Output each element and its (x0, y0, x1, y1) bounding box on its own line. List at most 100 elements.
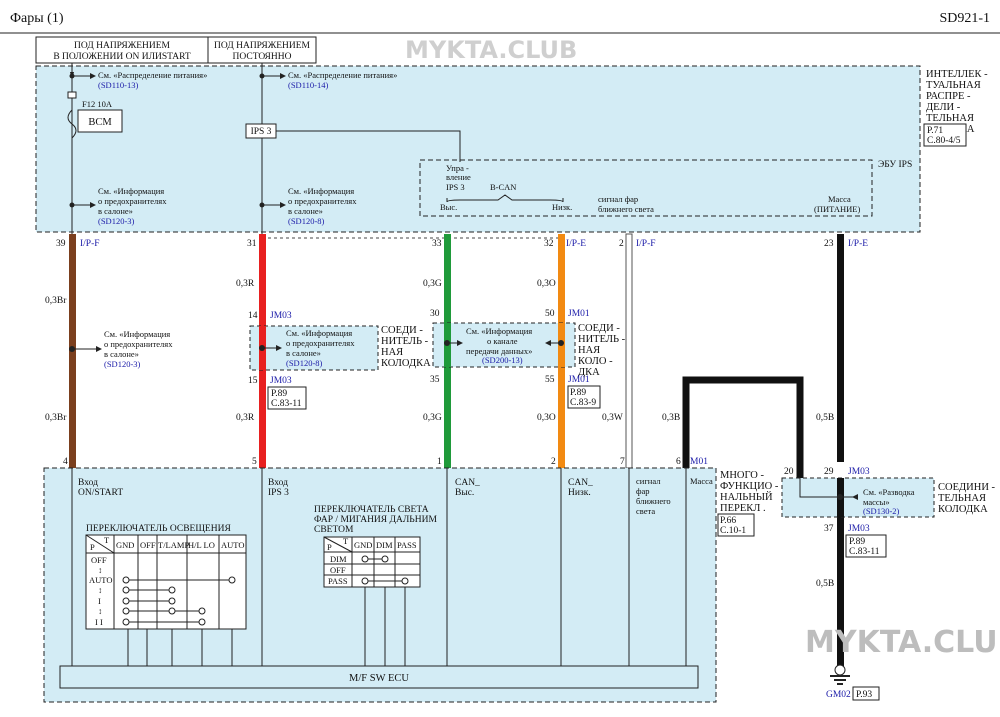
can-low-label: Низк. (552, 202, 572, 212)
ground-info: См. «Разводка массы» (SD130-2) (863, 487, 915, 516)
svg-text:39: 39 (56, 239, 66, 249)
jm01-pin-bottom-r: 55 (545, 375, 555, 385)
ground-conn-bottom: JM03 (848, 524, 870, 534)
svg-text:вление: вление (446, 172, 471, 182)
svg-text:НАЯ: НАЯ (578, 345, 600, 356)
svg-text:2: 2 (619, 239, 624, 249)
mf-in-start: Вход ON/START (78, 478, 123, 498)
svg-text:Вход: Вход (268, 478, 288, 488)
svg-text:AUTO: AUTO (221, 540, 244, 550)
mf-sw-ecu-label: M/F SW ECU (349, 673, 409, 684)
svg-text:5: 5 (252, 457, 257, 467)
svg-text:См. «Разводка: См. «Разводка (863, 487, 915, 497)
svg-text:ТЕЛЬНАЯ: ТЕЛЬНАЯ (938, 493, 986, 504)
svg-text:ПЕРЕКЛЮЧАТЕЛЬ СВЕТА: ПЕРЕКЛЮЧАТЕЛЬ СВЕТА (314, 505, 429, 515)
junction-box (35, 65, 921, 233)
svg-text:МНОГО -: МНОГО - (720, 470, 765, 481)
svg-text:КОЛО -: КОЛО - (578, 356, 613, 367)
svg-text:CAN_: CAN_ (568, 478, 593, 488)
svg-text:См. «Информация: См. «Информация (286, 328, 352, 338)
watermark-bottom: MYKTA.CLUB (805, 625, 1000, 660)
jm03-ref: P.89 C.83-11 (267, 386, 307, 410)
ips-ecu-box (419, 159, 873, 217)
svg-text:(SD120-8): (SD120-8) (286, 358, 323, 368)
wire-black-mf (682, 376, 804, 478)
jm01-ref: P.89 C.83-9 (567, 385, 601, 409)
svg-text:OFF: OFF (91, 555, 107, 565)
svg-text:о предохранителях: о предохранителях (286, 338, 355, 348)
mf-sw-ecu (59, 665, 699, 689)
svg-text:I I: I I (95, 617, 103, 627)
svg-text:Вход: Вход (78, 478, 98, 488)
svg-text:ФАР / МИГАНИЯ ДАЛЬНИМ: ФАР / МИГАНИЯ ДАЛЬНИМ (314, 515, 437, 525)
wire-white (625, 233, 633, 469)
jm01-pin-top-l: 30 (430, 309, 440, 319)
svg-text:I/P-F: I/P-F (80, 239, 100, 249)
svg-text:НАЯ: НАЯ (381, 347, 403, 358)
watermark-top: MYKTA.CLUB (405, 36, 577, 64)
svg-text:0,3B: 0,3B (662, 413, 680, 423)
jm03-conn-bottom: JM03 (270, 376, 292, 386)
svg-text:о предохранителях: о предохранителях (104, 339, 173, 349)
svg-text:P.89: P.89 (849, 537, 865, 547)
ground-pin-bottom: 37 (824, 524, 834, 534)
fuse-info-left: См. «Информация о предохранителях в сало… (98, 186, 167, 226)
ground-point: GM02 (826, 690, 851, 700)
svg-text:C.83-11: C.83-11 (849, 547, 880, 557)
arrow-icon (545, 340, 551, 346)
svg-text:GND: GND (354, 540, 372, 550)
svg-text:ПЕРЕКЛ .: ПЕРЕКЛ . (720, 503, 766, 514)
svg-text:См. «Информация: См. «Информация (104, 329, 170, 339)
svg-text:ON/START: ON/START (78, 488, 123, 498)
svg-text:(SD120-8): (SD120-8) (288, 216, 325, 226)
svg-text:0,5B: 0,5B (816, 413, 834, 423)
svg-text:о канале: о канале (487, 336, 518, 346)
conn-left-title: СОЕДИ - НИТЕЛЬ - НАЯ КОЛОДКА (381, 325, 431, 369)
svg-text:(SD130-2): (SD130-2) (863, 506, 900, 516)
svg-text:0,3W: 0,3W (602, 413, 623, 423)
svg-text:CAN_: CAN_ (455, 478, 480, 488)
svg-text:I/P-E: I/P-E (566, 239, 586, 249)
svg-text:КОЛОДКА: КОЛОДКА (381, 358, 431, 369)
svg-text:0,3G: 0,3G (423, 279, 442, 289)
svg-text:См. «Информация: См. «Информация (98, 186, 164, 196)
svg-text:Масса: Масса (828, 194, 851, 204)
svg-text:Низк.: Низк. (568, 488, 591, 498)
svg-text:ДЕЛИ -: ДЕЛИ - (926, 102, 961, 113)
wire-labels: 0,3Br 0,3Br 0,3R 0,3R 0,3G 0,3G 0,3O 0,3… (45, 279, 834, 589)
svg-text:P.66: P.66 (720, 516, 736, 526)
junction-box-ref: P.71 C.80-4/5 (923, 123, 967, 147)
svg-text:Упра -: Упра - (446, 163, 469, 173)
svg-text:ближнего света: ближнего света (598, 204, 654, 214)
svg-text:P.89: P.89 (570, 388, 586, 398)
svg-text:0,3R: 0,3R (236, 413, 255, 423)
svg-text:ПОД НАПРЯЖЕНИЕМ: ПОД НАПРЯЖЕНИЕМ (214, 41, 311, 51)
svg-text:(SD120-3): (SD120-3) (98, 216, 135, 226)
ground-pin-l: 20 (784, 467, 794, 477)
svg-text:См. «Информация: См. «Информация (466, 326, 532, 336)
svg-text:PASS: PASS (397, 540, 417, 550)
top-pins: 39 I/P-F 31 33 32 I/P-E 2 I/P-F 23 I/P-E (56, 239, 868, 249)
page-code: SD921-1 (939, 11, 990, 26)
svg-text:P.71: P.71 (927, 126, 943, 136)
svg-text:32: 32 (544, 239, 554, 249)
arrow-icon (96, 346, 102, 352)
mf-switch-pins: 4 5 1 2 7 6 M01 (63, 457, 708, 467)
wire-black-ground-lower (837, 517, 844, 667)
svg-text:СОЕДИ -: СОЕДИ - (578, 323, 620, 334)
power-dist-right: См. «Распределение питания» (288, 70, 397, 80)
svg-text:I: I (98, 596, 101, 606)
fuse-icon (67, 109, 77, 139)
arrow-icon (276, 345, 282, 351)
power-dist-right-ref: (SD110-14) (288, 80, 328, 90)
svg-text:фар: фар (636, 486, 650, 496)
svg-text:сигнал: сигнал (636, 476, 661, 486)
ground-conn: JM03 (848, 467, 870, 477)
svg-text:I/P-E: I/P-E (848, 239, 868, 249)
svg-text:о предохранителях: о предохранителях (288, 196, 357, 206)
svg-text:в салоне»: в салоне» (104, 349, 139, 359)
mf-signal: сигнал фар ближнего света (636, 476, 671, 516)
svg-text:ДКА: ДКА (578, 367, 600, 378)
svg-text:1: 1 (437, 457, 442, 467)
